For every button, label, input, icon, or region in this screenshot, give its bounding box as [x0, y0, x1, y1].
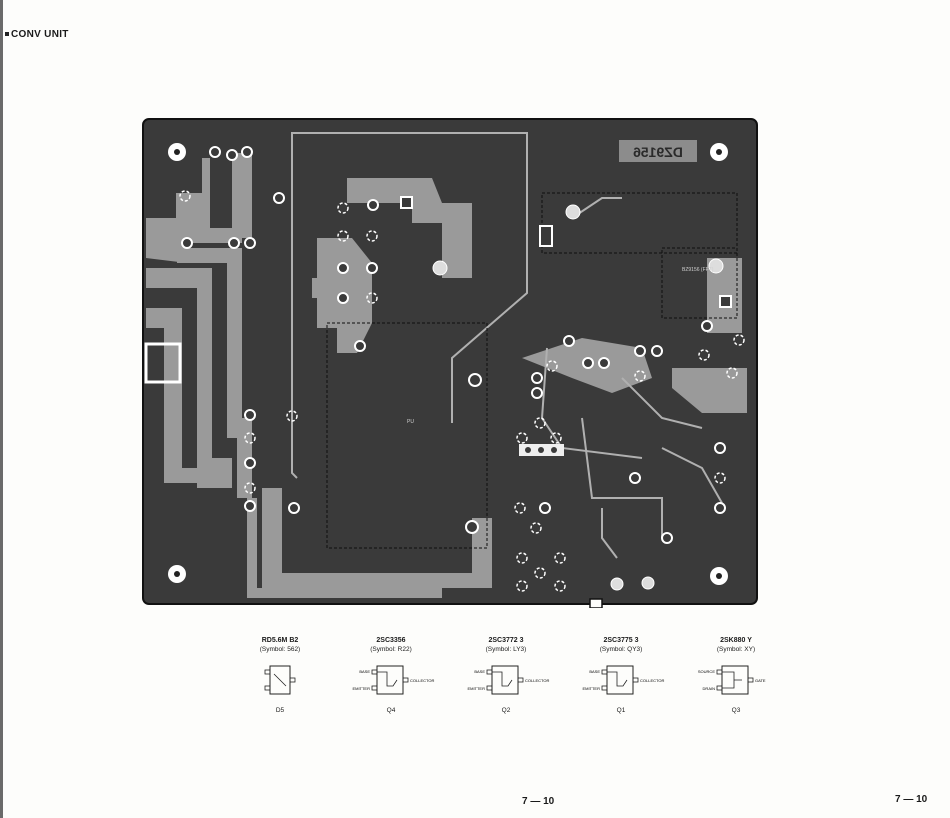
section-title-text: CONV UNIT [11, 29, 69, 40]
pin-label-emitter: EMITTER [352, 686, 370, 691]
pin-label-collector: COLLECTOR [410, 678, 434, 683]
component-part-number: 2SC3775 3 [566, 636, 676, 645]
component-part-number: 2SK880 Y [681, 636, 791, 645]
pin-label-base: BASE [474, 669, 485, 674]
transistor-pins [525, 447, 557, 453]
component-symbol: (Symbol: 562) [225, 645, 335, 654]
pcb-diagram: DZ9156 BZ9156 (FFT) PU [142, 118, 758, 608]
component-reference: Q1 [566, 706, 676, 715]
page-number-right: 7 — 10 [895, 794, 927, 805]
pin-label-base: BASE [359, 669, 370, 674]
component-reference: Q3 [681, 706, 791, 715]
pin-label-collector: COLLECTOR [640, 678, 664, 683]
binding-edge [0, 0, 3, 818]
component-q4: 2SC3356 (Symbol: R22) BASE EMITTER COLLE… [336, 636, 446, 715]
fet-package-icon: SOURCE DRAIN GATE [686, 660, 786, 700]
pin-label-emitter: EMITTER [582, 686, 600, 691]
component-symbol: (Symbol: R22) [336, 645, 446, 654]
component-symbol: (Symbol: QY3) [566, 645, 676, 654]
transistor-package-icon: BASE EMITTER COLLECTOR [341, 660, 441, 700]
pin-label-gate: GATE [755, 678, 766, 683]
component-symbol: (Symbol: XY) [681, 645, 791, 654]
bullet-icon [5, 32, 9, 36]
component-d5: RD5.6M B2 (Symbol: 562) D5 [225, 636, 335, 715]
pin-label-emitter: EMITTER [467, 686, 485, 691]
diode-package-icon [250, 660, 310, 700]
transistor-package-icon: BASE EMITTER COLLECTOR [571, 660, 671, 700]
page-number: 7 — 10 [522, 796, 554, 807]
pin-label-source: SOURCE [698, 669, 715, 674]
pin-label-base: BASE [589, 669, 600, 674]
component-q3: 2SK880 Y (Symbol: XY) SOURCE DRAIN GATE … [681, 636, 791, 715]
component-q1: 2SC3775 3 (Symbol: QY3) BASE EMITTER COL… [566, 636, 676, 715]
component-reference: Q4 [336, 706, 446, 715]
component-reference: Q2 [451, 706, 561, 715]
component-symbol: (Symbol: LY3) [451, 645, 561, 654]
component-q2: 2SC3772 3 (Symbol: LY3) BASE EMITTER COL… [451, 636, 561, 715]
board-small-label-1: BZ9156 (FFT) [682, 267, 714, 273]
board-label: DZ9156 [633, 144, 683, 160]
board-small-label-2: PU [407, 419, 414, 425]
component-reference: D5 [225, 706, 335, 715]
component-part-number: RD5.6M B2 [225, 636, 335, 645]
transistor-package-icon: BASE EMITTER COLLECTOR [456, 660, 556, 700]
component-part-number: 2SC3356 [336, 636, 446, 645]
pin-label-collector: COLLECTOR [525, 678, 549, 683]
section-title: CONV UNIT [5, 29, 69, 40]
component-part-number: 2SC3772 3 [451, 636, 561, 645]
pin-label-drain: DRAIN [703, 686, 716, 691]
pcb-board: DZ9156 BZ9156 (FFT) PU [142, 118, 758, 608]
